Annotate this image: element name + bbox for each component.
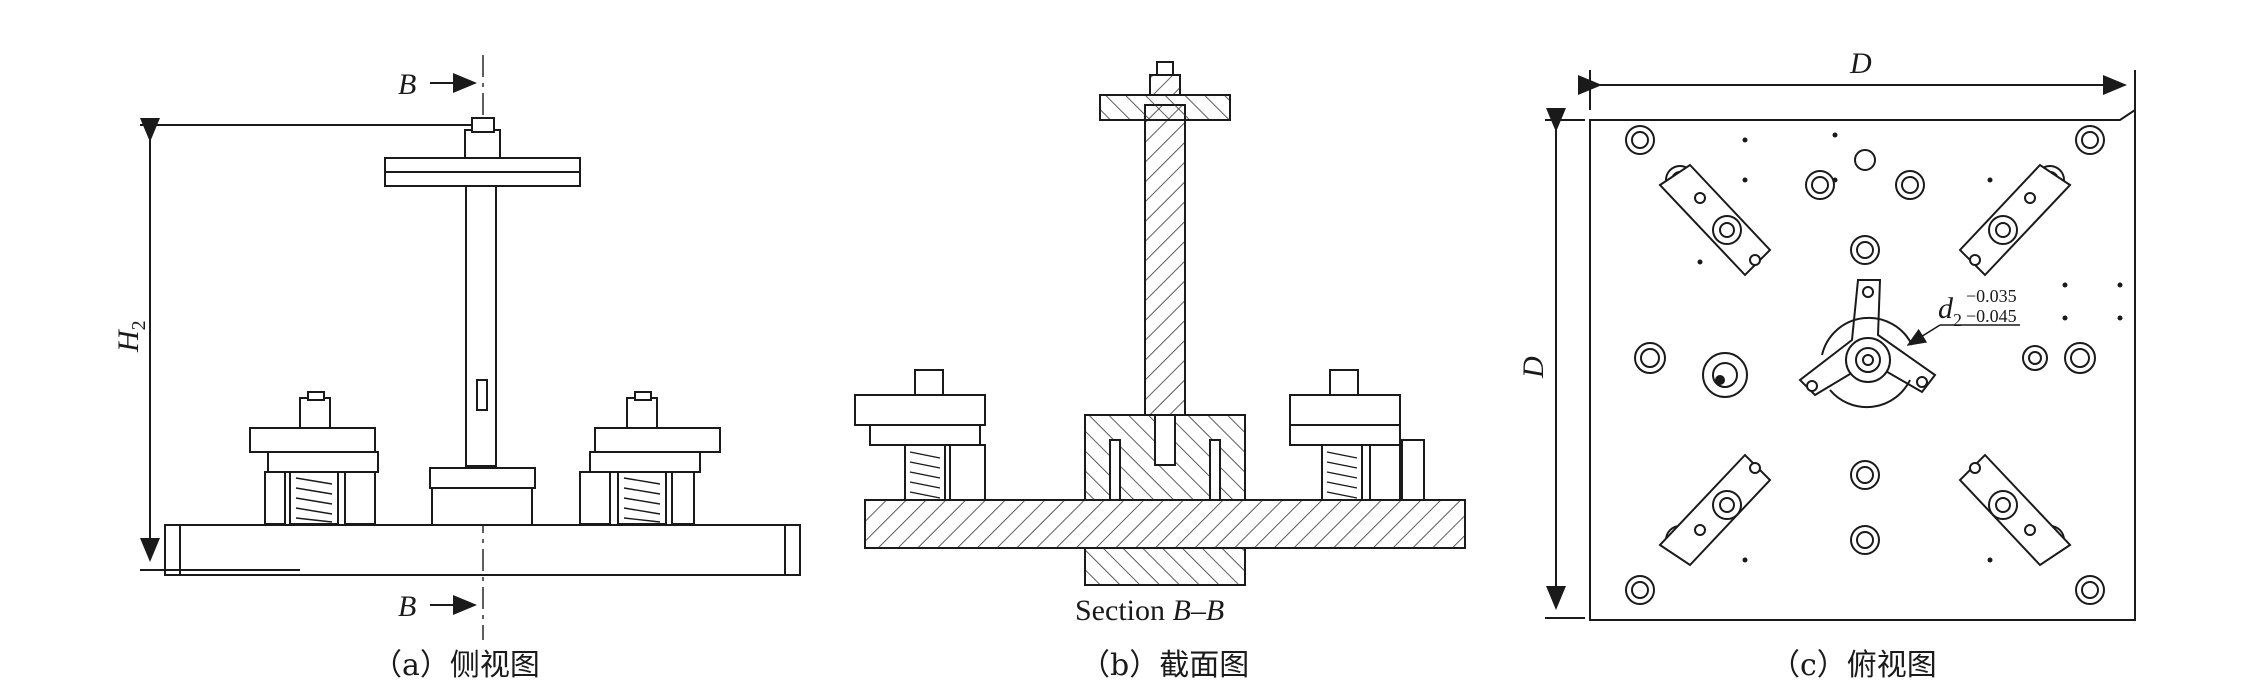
caption-a: （a）侧视图: [372, 648, 540, 683]
right-clamp-assembly: [579, 391, 721, 525]
tolerance-upper: −0.035: [1966, 286, 2017, 306]
clamp-bottom-right: [1958, 453, 2072, 567]
center-locator: [1798, 279, 1937, 409]
section-right-clamp: [1289, 369, 1425, 501]
section-label-bottom: B: [398, 590, 416, 623]
panel-a-side-view: [140, 55, 801, 640]
section-column: [1144, 104, 1186, 416]
panel-c-top-view: [1545, 70, 2136, 621]
width-label: D: [1849, 47, 1872, 80]
small-holes: [1697, 132, 2123, 563]
vertical-column: [465, 185, 497, 467]
clamp-top-left: [1658, 163, 1772, 277]
height-label: H2: [112, 320, 150, 353]
caption-c: （c）俯视图: [1770, 648, 1937, 683]
section-top-plate: [1099, 94, 1231, 121]
section-base-plate: [864, 499, 1466, 549]
diameter-label: d2: [1938, 292, 1962, 330]
height-label-c-group: D: [1517, 356, 1550, 379]
clamp-top-right: [1958, 163, 2072, 277]
section-caption: Section B–B: [1075, 594, 1224, 627]
left-clamp-assembly: [249, 391, 379, 525]
clamp-bottom-left: [1658, 453, 1772, 567]
diameter-leader: [1906, 324, 1941, 346]
height-label-group: H2: [112, 320, 150, 353]
column-base-ring: [429, 467, 536, 489]
tolerance-lower: −0.045: [1966, 306, 2017, 326]
caption-b: （b）截面图: [1080, 648, 1249, 683]
side-locator: [1702, 352, 1748, 398]
height-label-c: D: [1517, 356, 1550, 379]
top-nut: [464, 129, 501, 159]
section-left-clamp: [854, 369, 986, 501]
section-label-top: B: [398, 68, 416, 101]
panel-b-section-view: [854, 61, 1466, 586]
